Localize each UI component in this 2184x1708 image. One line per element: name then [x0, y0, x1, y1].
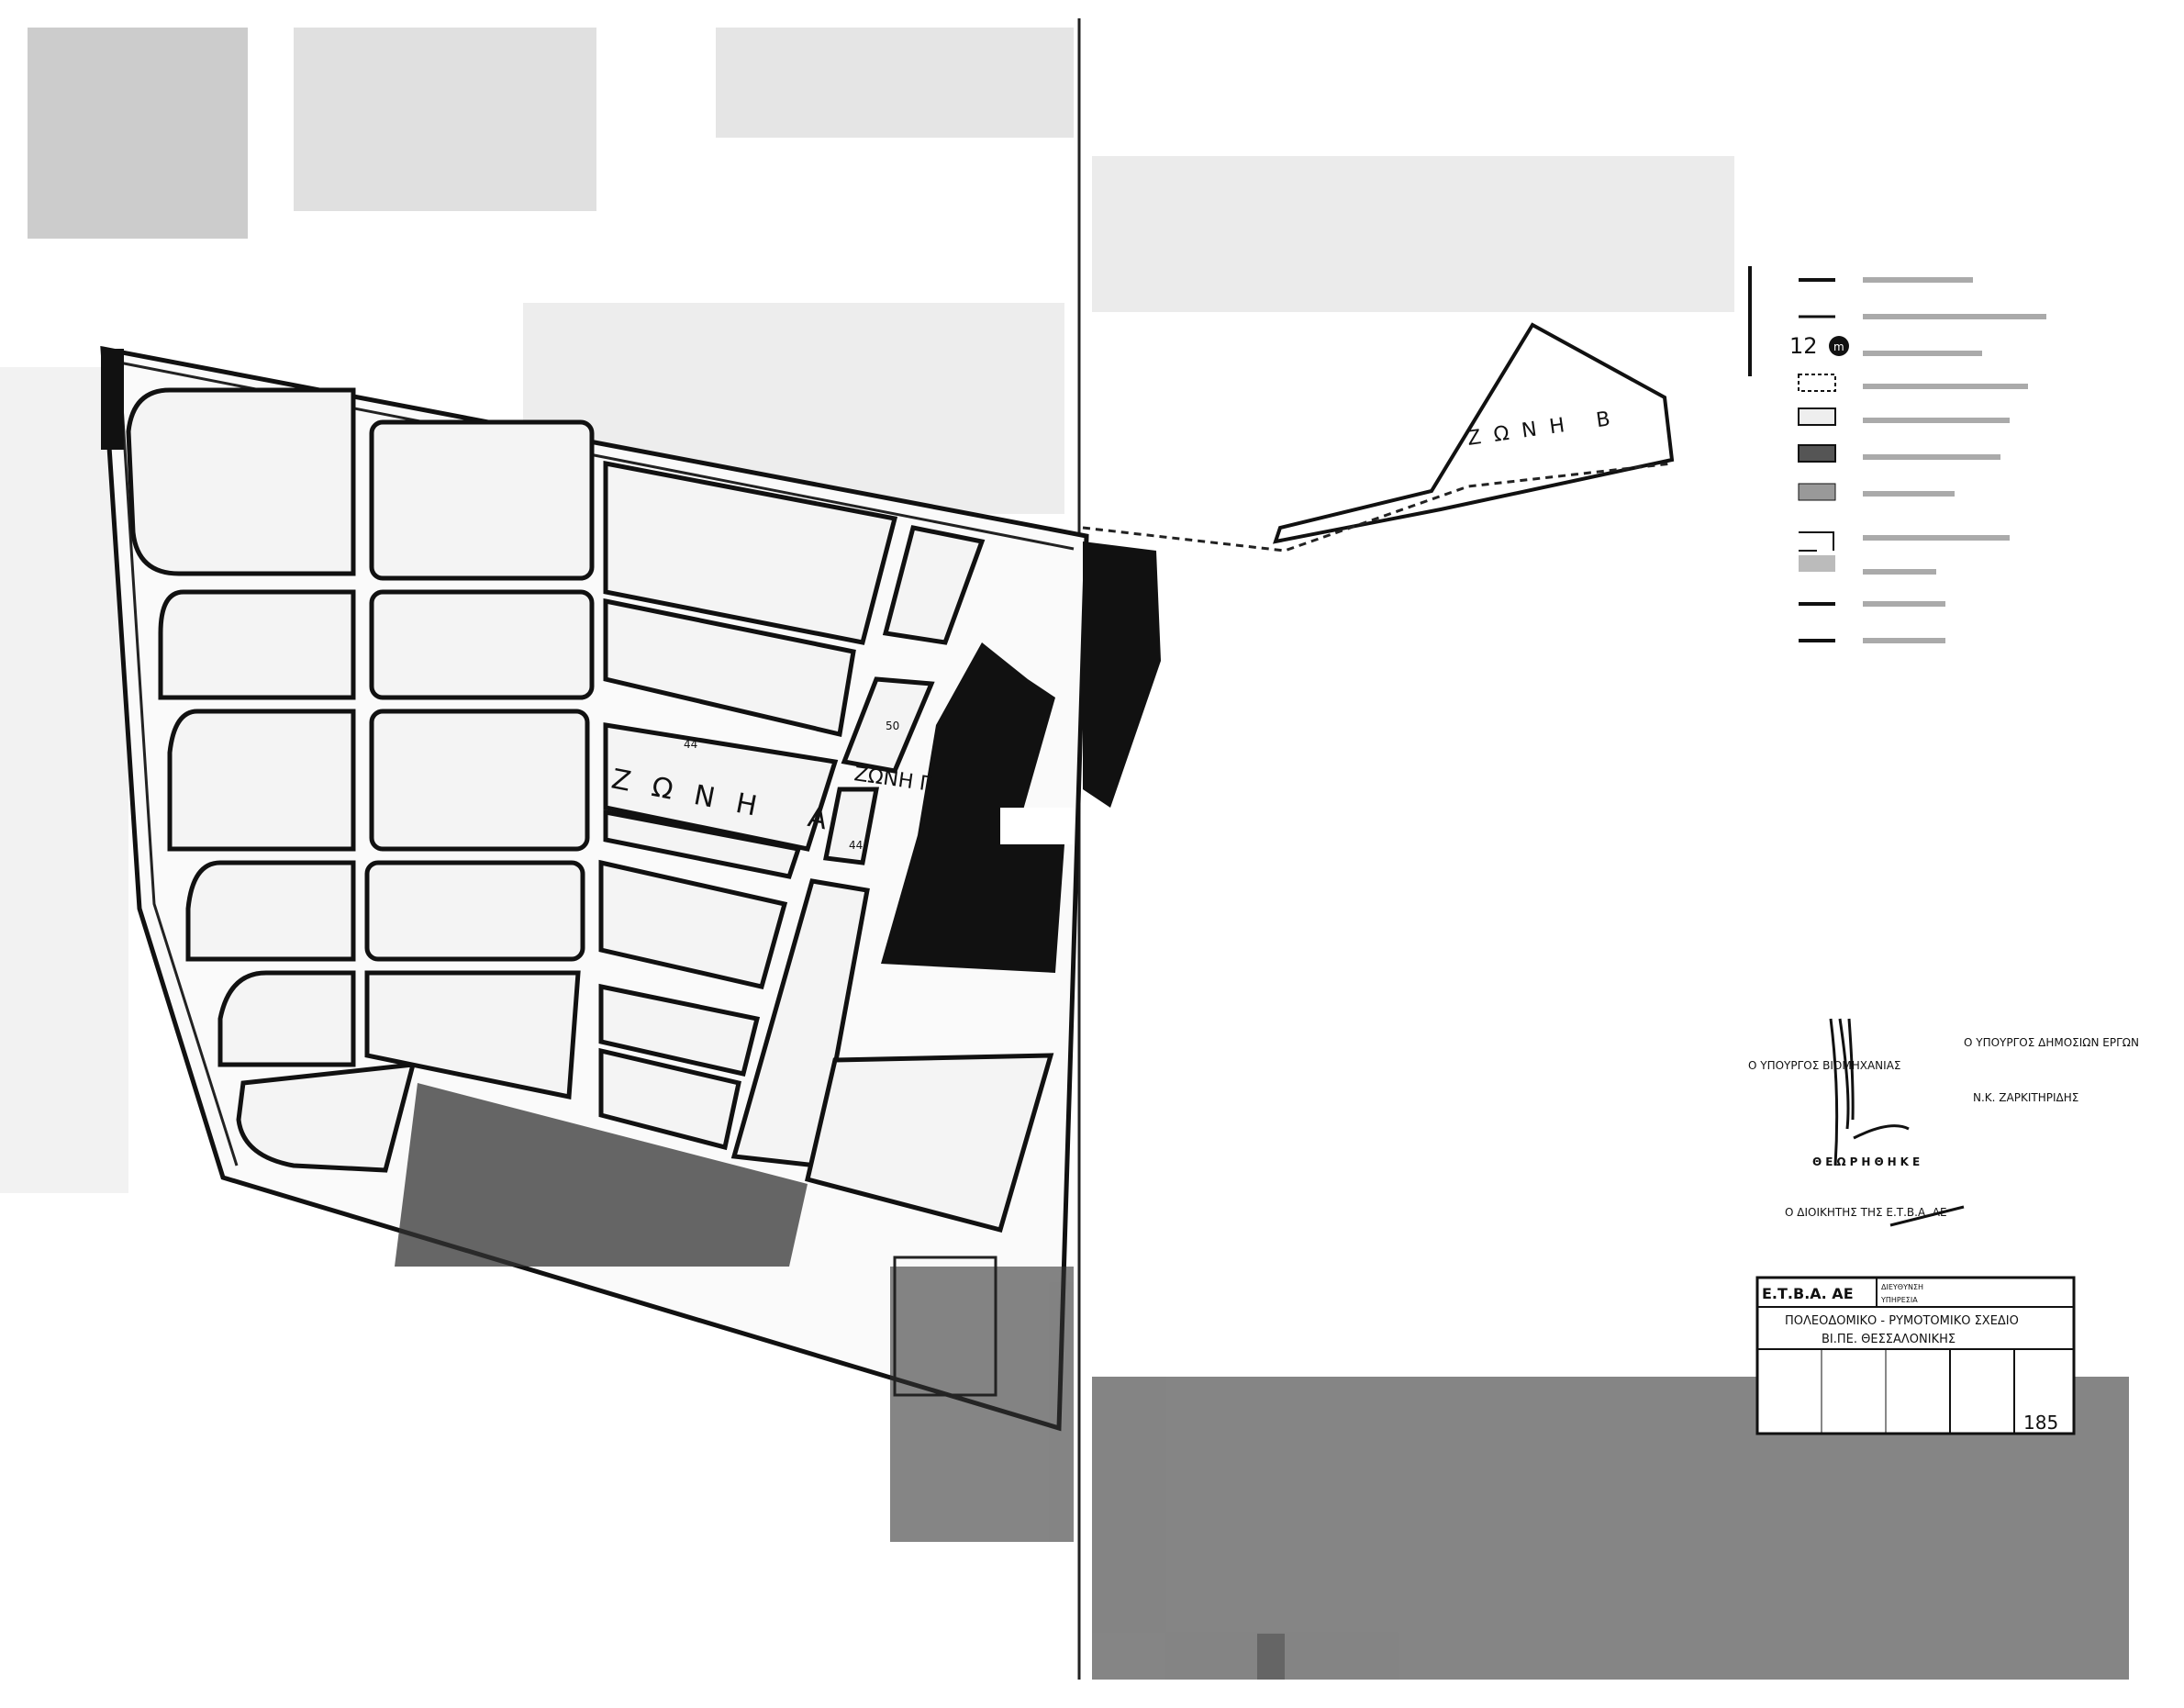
zone-b-area [1273, 322, 1675, 544]
blocks-column-4 [730, 525, 1054, 1234]
directorate-label: ΔΙΕΥΘΥΝΣΗ [1881, 1283, 1923, 1291]
approved-label: ΘΕΩΡΗΘΗΚΕ [1812, 1155, 1923, 1168]
blocks-column-1 [126, 387, 417, 1173]
etva-director-label: Ο ΔΙΟΙΚΗΤΗΣ ΤΗΣ Ε.Τ.Β.Α. ΑΕ [1785, 1206, 1947, 1219]
legend: 12 m [1748, 266, 2046, 643]
sheet-number: 185 [2023, 1412, 2058, 1434]
corner-mark [101, 349, 124, 450]
block-label: 44 [849, 839, 863, 852]
zone-b-road [1082, 462, 1673, 553]
perimeter-road-left [117, 362, 239, 1167]
legend-width-number: 12 [1789, 333, 1818, 359]
block-label: 50 [886, 720, 899, 732]
blocks-column-3 [598, 460, 898, 1151]
dark-areas [881, 541, 1161, 973]
public-works-name: Ν.Κ. ΖΑΡΚΙΤΗΡΙΔΗΣ [1973, 1091, 2078, 1104]
minister-public-works-label: Ο ΥΠΟΥΡΓΟΣ ΔΗΜΟΣΙΩΝ ΕΡΓΩΝ [1964, 1036, 2139, 1049]
plan-title-line-2: ΒΙ.ΠΕ. ΘΕΣΣΑΛΟΝΙΚΗΣ [1822, 1333, 1956, 1346]
service-label: ΥΠΗΡΕΣΙΑ [1880, 1296, 1918, 1304]
block-label: 44 [684, 738, 697, 751]
organization-name: Ε.Τ.Β.Α. ΑΕ [1762, 1285, 1854, 1302]
title-block: Ε.Τ.Β.Α. ΑΕ ΔΙΕΥΘΥΝΣΗ ΥΠΗΡΕΣΙΑ ΠΟΛΕΟΔΟΜΙ… [1755, 1276, 2076, 1435]
signature-block: Ο ΥΠΟΥΡΓΟΣ ΒΙΟΜΗΧΑΝΙΑΣ Ο ΥΠΟΥΡΓΟΣ ΔΗΜΟΣΙ… [1748, 1018, 2139, 1227]
stippled-area [395, 1083, 808, 1267]
plan-title-line-1: ΠΟΛΕΟΔΟΜΙΚΟ - ΡΥΜΟΤΟΜΙΚΟ ΣΧΕΔΙΟ [1785, 1314, 2019, 1328]
legend-width-unit: m [1833, 340, 1844, 353]
signature-scribble [1829, 1018, 1965, 1227]
lower-small-plan [893, 1256, 997, 1397]
minister-industry-label: Ο ΥΠΟΥΡΓΟΣ ΒΙΟΜΗΧΑΝΙΑΣ [1748, 1059, 1900, 1072]
blocks-column-2 [364, 419, 595, 1100]
